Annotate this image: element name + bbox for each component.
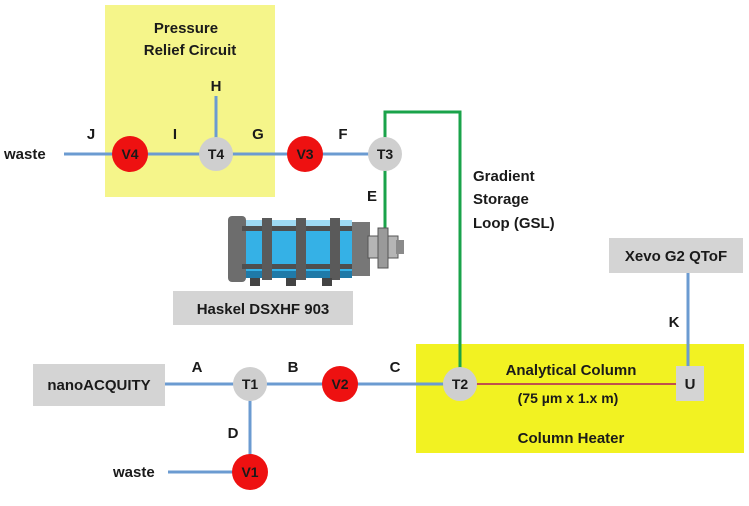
analytical-column-title: Analytical Column bbox=[506, 362, 637, 379]
waste-label-bottom: waste bbox=[112, 464, 155, 481]
valve-v3: V3 bbox=[287, 136, 323, 172]
gsl-label-line1: Gradient bbox=[473, 168, 535, 185]
haskel-pump-icon bbox=[228, 216, 404, 286]
segment-label-b: B bbox=[288, 359, 299, 376]
haskel-box bbox=[173, 291, 353, 325]
segment-label-j: J bbox=[87, 126, 95, 143]
column-heater-label: Column Heater bbox=[518, 430, 625, 447]
segment-label-e: E bbox=[367, 188, 377, 205]
gsl-label-line2: Storage bbox=[473, 191, 529, 208]
segment-label-k: K bbox=[669, 314, 680, 331]
nanoacquity-label: nanoACQUITY bbox=[47, 377, 150, 394]
pressure-relief-title-line2: Relief Circuit bbox=[144, 42, 237, 59]
gsl-loop-line bbox=[383, 110, 462, 384]
valve-v4: V4 bbox=[112, 136, 148, 172]
analytical-column-dims: (75 µm x 1.x m) bbox=[518, 390, 619, 406]
tee-t3: T3 bbox=[368, 137, 402, 171]
valve-v2: V2 bbox=[322, 366, 358, 402]
gsl-label-line3: Loop (GSL) bbox=[473, 215, 555, 232]
segment-label-c: C bbox=[390, 359, 401, 376]
segment-label-a: A bbox=[192, 359, 203, 376]
valve-v3-label: V3 bbox=[296, 146, 313, 162]
tee-t2-label: T2 bbox=[452, 376, 469, 392]
tee-t4-label: T4 bbox=[208, 146, 225, 162]
segment-label-d: D bbox=[228, 425, 239, 442]
pressure-relief-title-line1: Pressure bbox=[154, 20, 218, 37]
xevo-label: Xevo G2 QToF bbox=[625, 248, 727, 265]
tee-t1-label: T1 bbox=[242, 376, 259, 392]
segment-label-h: H bbox=[211, 78, 222, 95]
valve-v2-label: V2 bbox=[331, 376, 348, 392]
segment-label-f: F bbox=[338, 126, 347, 143]
tee-t3-label: T3 bbox=[377, 146, 394, 162]
valve-v4-label: V4 bbox=[121, 146, 138, 162]
u-union-label: U bbox=[685, 376, 696, 393]
tee-t1: T1 bbox=[233, 367, 267, 401]
segment-label-i: I bbox=[173, 126, 177, 143]
segment-labels: J I H G F E A B C D K bbox=[87, 78, 680, 442]
tee-t2: T2 bbox=[443, 367, 477, 401]
haskel-label: Haskel DSXHF 903 bbox=[197, 301, 330, 318]
xevo-box bbox=[609, 238, 743, 273]
tee-t4: T4 bbox=[199, 137, 233, 171]
waste-label-top: waste bbox=[3, 146, 46, 163]
u-union-box bbox=[676, 366, 704, 401]
nanoacquity-box bbox=[33, 364, 165, 406]
valve-v1: V1 bbox=[232, 454, 268, 490]
segment-label-g: G bbox=[252, 126, 264, 143]
valve-v1-label: V1 bbox=[241, 464, 258, 480]
